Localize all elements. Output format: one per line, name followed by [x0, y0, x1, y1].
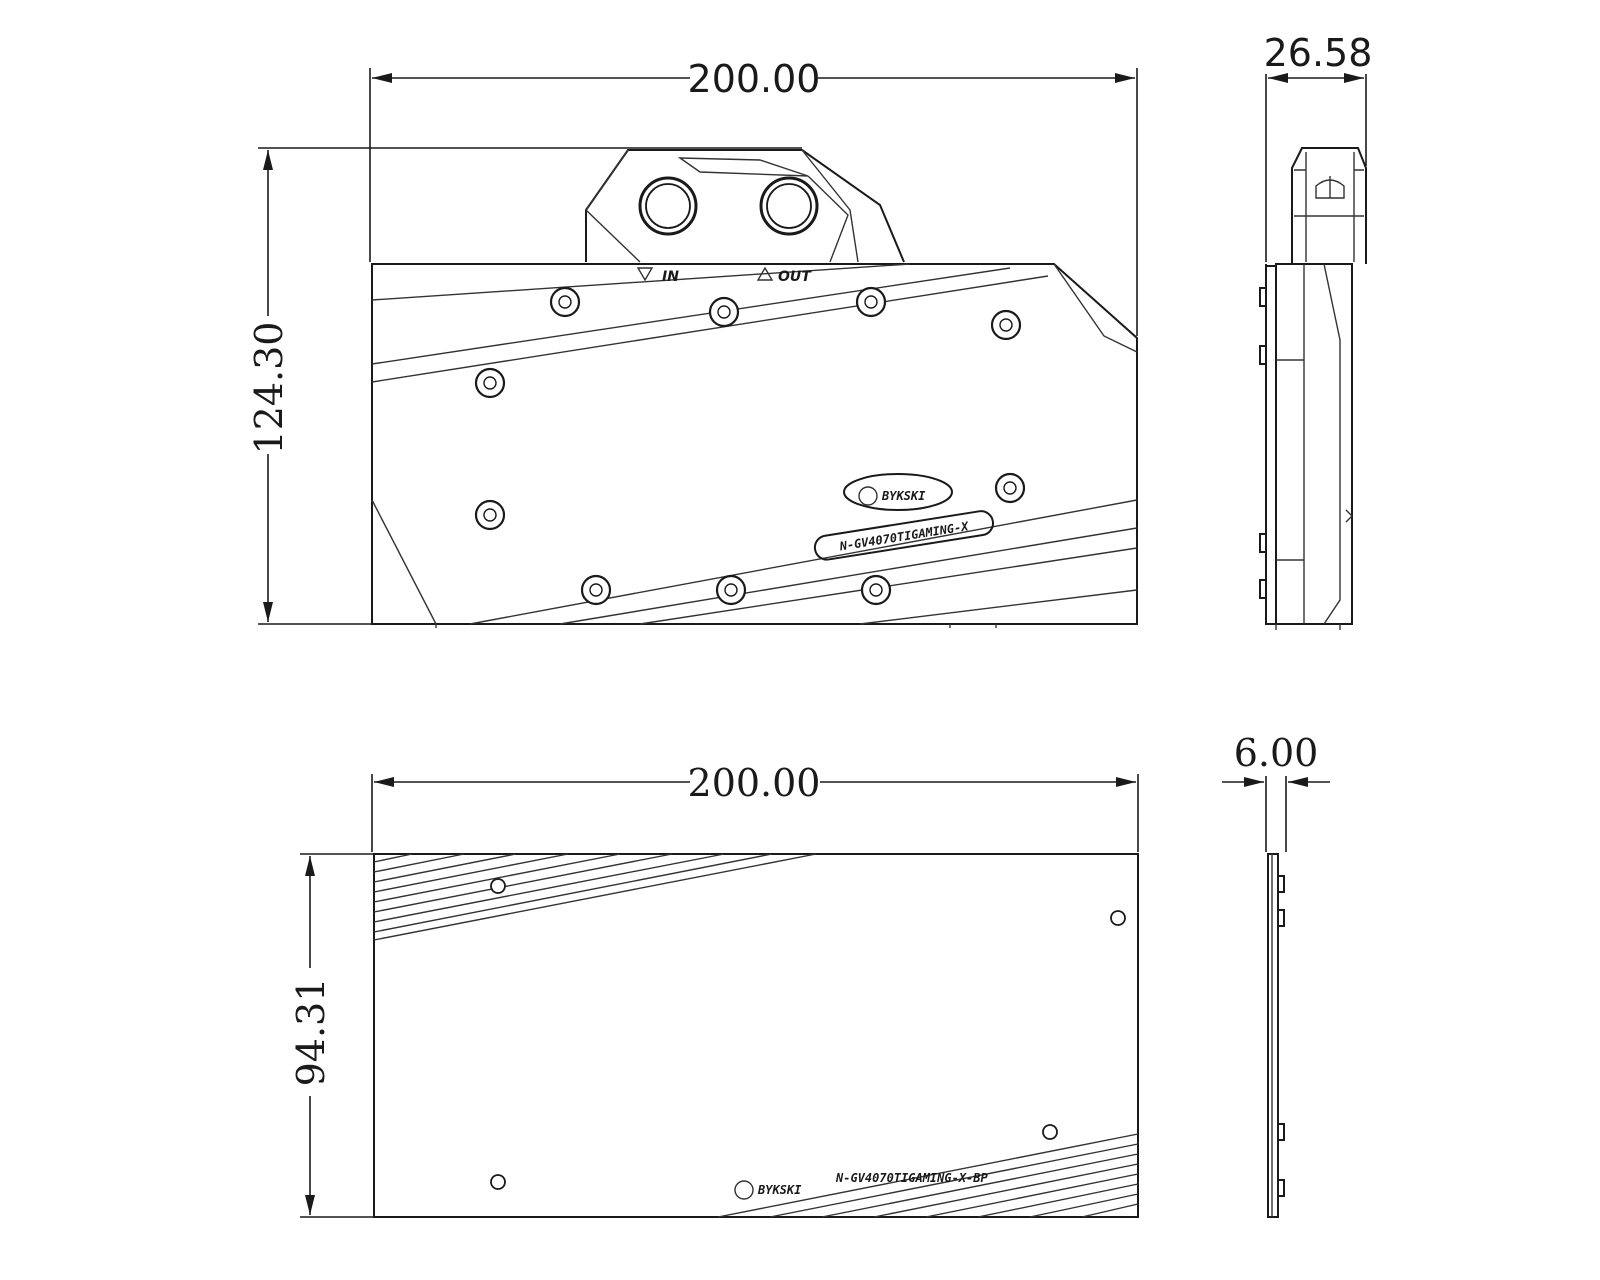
standoff: [1259, 287, 1267, 307]
screw-icon: [855, 286, 887, 318]
block-chamfer-left: [371, 499, 437, 625]
terminal-facet: [677, 157, 809, 177]
inlet-label: IN: [662, 269, 679, 285]
bp-stripe-upper-2: [373, 853, 413, 863]
stripe-upper-2: [371, 267, 1011, 365]
stripe-lower-4: [859, 589, 1138, 625]
side-feet: [1275, 624, 1341, 630]
dim-backplate-height-value: 94.31: [289, 978, 333, 1087]
backplate-side-view: [1267, 853, 1285, 1218]
dim-block-height: 124.30: [247, 147, 802, 625]
screw-icon: [990, 309, 1022, 341]
dim-block-width-value: 200.00: [688, 57, 821, 101]
block-side-body: [1275, 263, 1353, 625]
standoff: [1259, 579, 1267, 599]
side-notch: [1345, 509, 1353, 523]
backplate-brand-label: BYKSKI: [757, 1183, 802, 1197]
bp-stripe-lower-6: [977, 1183, 1139, 1218]
backplate-front-view: BYKSKI N-GV4070TIGAMING-X-BP: [373, 853, 1139, 1218]
terminal-side-bands: [1294, 169, 1364, 217]
stripe-upper-3: [371, 275, 1049, 383]
dim-backplate-height: 94.31: [289, 853, 374, 1218]
standoff: [1277, 1179, 1285, 1197]
stripe-lower-2: [559, 527, 1138, 625]
terminal-facet-left: [585, 149, 641, 263]
dim-backplate-width-value: 200.00: [688, 761, 821, 805]
standoff: [1277, 1123, 1285, 1141]
outlet-label: OUT: [778, 269, 812, 285]
block-side-base: [1265, 264, 1276, 625]
block-body: [371, 263, 1138, 625]
bp-stripe-upper-4: [373, 853, 517, 883]
screw-icon: [708, 296, 740, 328]
standoff: [1277, 909, 1285, 927]
bp-stripe-upper-3: [373, 853, 465, 873]
bp-stripe-lower-2: [769, 1143, 1139, 1218]
bp-stripe-upper-8: [373, 853, 725, 923]
block-brand-label: BYKSKI: [881, 489, 926, 503]
block-side-chamfer: [1323, 263, 1341, 625]
bykski-logo-icon: [858, 486, 878, 506]
terminal-facet-inner: [807, 175, 849, 263]
bp-stripe-lower-7: [1029, 1193, 1139, 1218]
screw-icon: [580, 574, 612, 606]
standoff: [1259, 533, 1267, 553]
triangle-up-icon: [756, 266, 774, 281]
bp-stripe-lower-1: [717, 1133, 1139, 1218]
dim-backplate-width: 200.00: [371, 761, 1139, 852]
bp-stripe-upper-7: [373, 853, 673, 913]
standoff: [1277, 875, 1285, 893]
model-plate: N-GV4070TIGAMING-X: [813, 510, 994, 561]
dim-block-thickness-value: 26.58: [1264, 31, 1373, 75]
outlet-port: [759, 176, 819, 236]
block-chamfer-right: [1053, 263, 1138, 353]
backplate-body: [373, 853, 1139, 1218]
bykski-logo-icon: [734, 1180, 754, 1200]
bp-stripe-upper-1: [373, 853, 817, 941]
block-feet: [435, 624, 997, 628]
bp-stripe-lower-5: [925, 1173, 1139, 1218]
block-side-view: [1259, 147, 1367, 630]
dim-block-thickness: 26.58: [1264, 31, 1373, 262]
terminal-facet-right: [801, 149, 859, 263]
screw-icon: [474, 367, 506, 399]
dim-block-width: 200.00: [369, 57, 1138, 336]
bp-stripe-lower-4: [873, 1163, 1139, 1218]
block-front-view: IN OUT BYKSKI N-GV4070TIGAMING-X: [371, 149, 1138, 628]
stripe-lower-1: [469, 499, 1138, 625]
dim-backplate-thickness-value: 6.00: [1234, 731, 1319, 775]
terminal-side: [1291, 147, 1367, 264]
mount-hole-icon: [1042, 1124, 1058, 1140]
port-side-icon: [1315, 179, 1345, 199]
inlet-port: [638, 176, 698, 236]
screw-icon: [715, 574, 747, 606]
bp-stripe-lower-8: [1081, 1203, 1139, 1218]
backplate-side-body: [1267, 853, 1279, 1218]
side-detail: [1276, 359, 1304, 561]
terminal-housing: [585, 149, 905, 263]
standoff: [1259, 345, 1267, 365]
brand-badge: [843, 473, 953, 511]
bp-stripe-upper-9: [373, 853, 773, 933]
mount-hole-icon: [490, 878, 506, 894]
screw-icon: [549, 286, 581, 318]
stripe-upper-1: [371, 263, 911, 301]
dim-backplate-thickness: 6.00: [1222, 731, 1330, 852]
bp-stripe-lower-3: [821, 1153, 1139, 1218]
bp-stripe-upper-5: [373, 853, 569, 893]
mount-hole-icon: [490, 1174, 506, 1190]
triangle-down-icon: [636, 267, 654, 282]
screw-icon: [860, 574, 892, 606]
screw-icon: [474, 499, 506, 531]
screw-icon: [994, 472, 1026, 504]
dim-block-height-value: 124.30: [247, 322, 291, 455]
bp-stripe-upper-6: [373, 853, 621, 903]
backplate-model-label: N-GV4070TIGAMING-X-BP: [835, 1171, 988, 1185]
mount-hole-icon: [1110, 910, 1126, 926]
terminal-side-inner: [1305, 152, 1355, 262]
